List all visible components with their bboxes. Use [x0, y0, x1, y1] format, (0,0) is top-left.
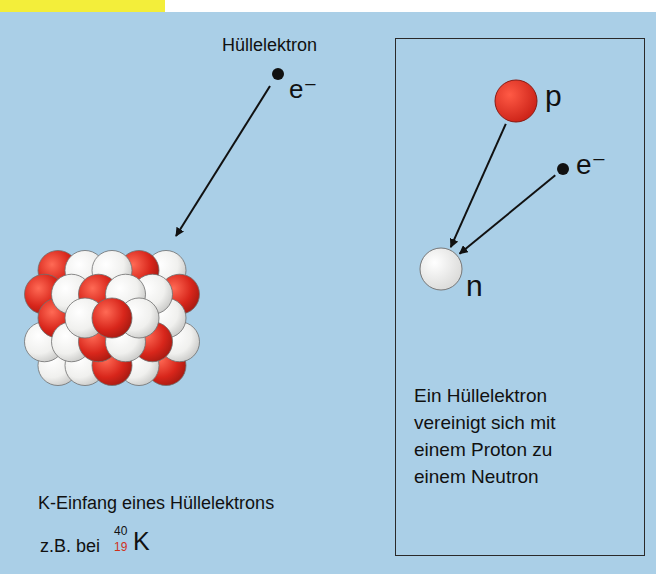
particle-shape: [495, 80, 575, 124]
caption-label: K-Einfang eines Hüllelektrons: [38, 494, 274, 513]
proton-sphere: [92, 298, 132, 338]
particle-circle: [557, 163, 569, 175]
mass-number: 40: [114, 525, 127, 538]
particle-circle: [420, 248, 462, 290]
arrow-connector: [451, 124, 506, 247]
neutron-symbol: n: [466, 270, 483, 302]
example-label: z.B. bei: [40, 537, 100, 556]
particle-circle: [495, 80, 537, 122]
electron-node: e⁻: [556, 144, 626, 188]
particle-shape: [420, 248, 500, 318]
atomic-nucleus: [25, 250, 200, 385]
neutron-node: n: [420, 248, 500, 318]
explanation-text: Ein Hüllelektron vereinigt sich mit eine…: [414, 382, 606, 490]
capture-arrow: [176, 86, 270, 236]
electron-node: Hüllelektron e⁻: [222, 36, 332, 112]
highlight-band: [0, 0, 165, 12]
electron-symbol: e⁻: [289, 76, 317, 103]
proton-symbol: p: [545, 80, 562, 112]
particle-circle: [272, 68, 284, 80]
explanation-box: Ein Hüllelektron vereinigt sich mit eine…: [395, 38, 645, 556]
arrow-connector: [460, 175, 556, 253]
atomic-number: 19: [114, 541, 127, 554]
proton-node: p: [495, 80, 575, 124]
electron-label: Hüllelektron: [222, 36, 317, 55]
electron-symbol: e⁻: [576, 150, 606, 179]
element-symbol: K: [133, 528, 150, 554]
